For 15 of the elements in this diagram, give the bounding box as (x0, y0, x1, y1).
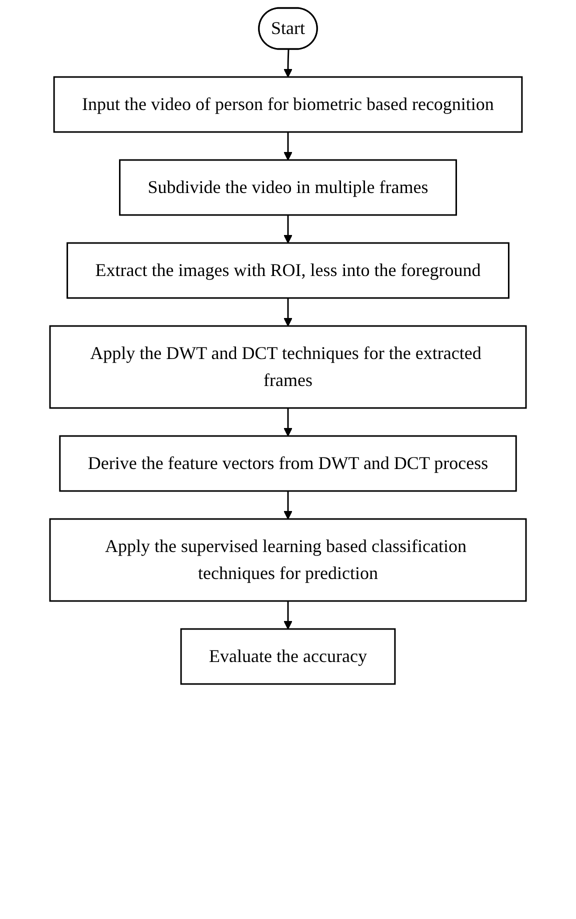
arrow (284, 215, 292, 244)
node-box (66, 242, 510, 299)
arrow (284, 298, 292, 326)
arrow (284, 49, 292, 78)
arrow (284, 408, 292, 436)
node-box (49, 518, 527, 602)
flowchart-diagram: Start Input the video of person for biometric based recognition Subdivide the video in multiple frames Extract the images with ROI, less into the foreground Apply the DWT and DCT techniques for the extracted frames Derive the feature vectors from DWT and DCT process Apply the supervised learning based classification techniques for prediction Evaluate the accuracy (42, 0, 534, 692)
node-box (49, 325, 527, 409)
node-box (53, 76, 523, 133)
node-box (119, 159, 457, 216)
arrow (284, 601, 292, 630)
node-box (59, 435, 517, 492)
arrow (284, 491, 292, 520)
node-box (180, 628, 396, 685)
arrow (284, 132, 292, 160)
